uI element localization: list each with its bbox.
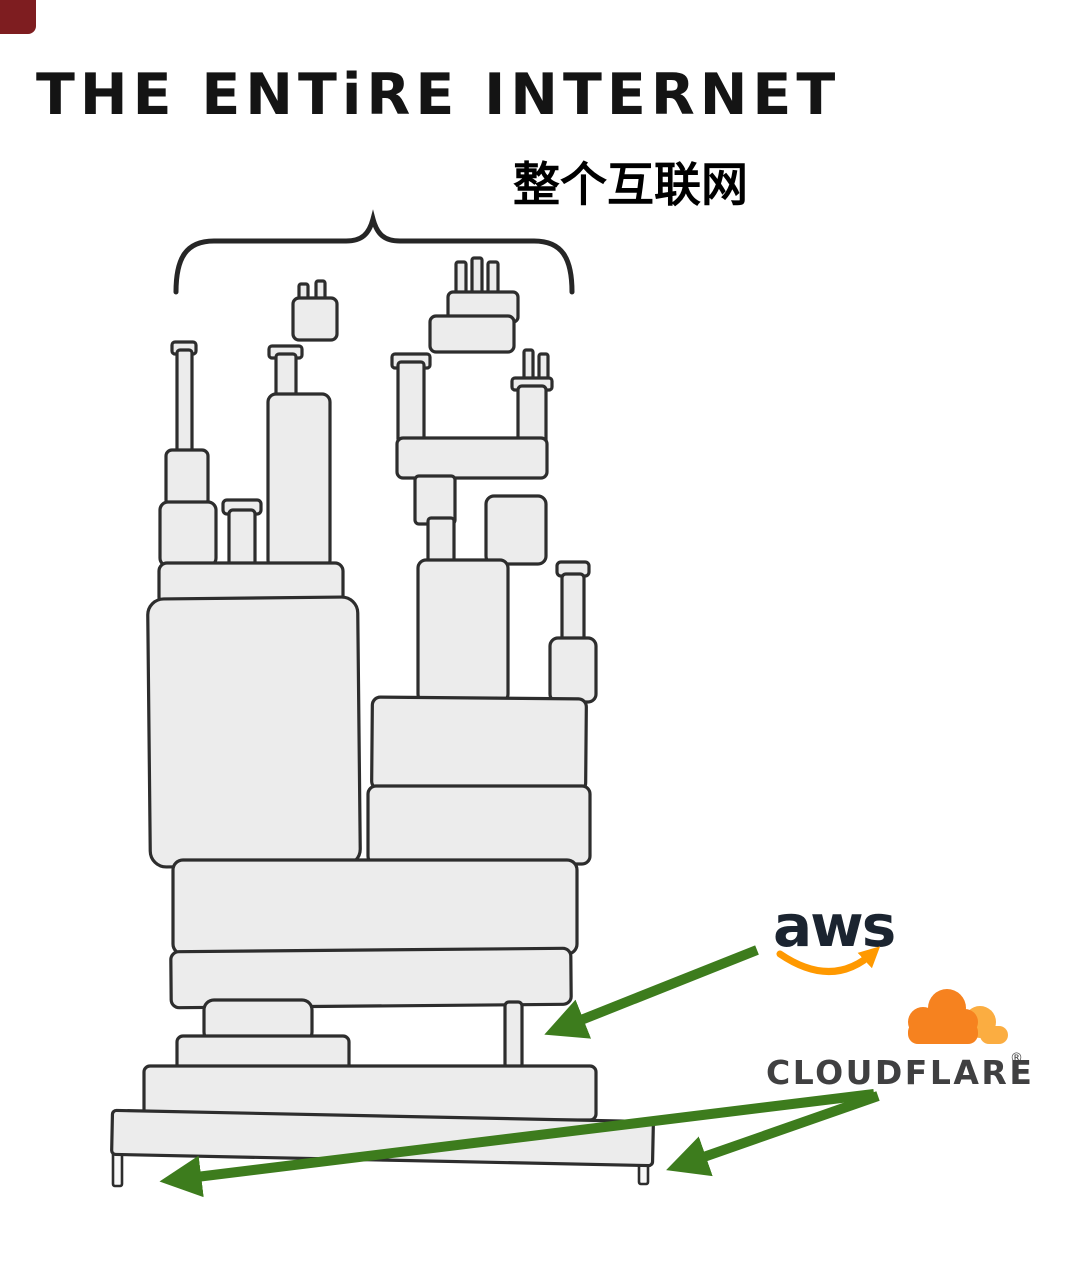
tower-left-column [146, 595, 362, 869]
cloudflare-logo: CLOUDFLARE ® [766, 989, 1034, 1092]
tower-block [426, 516, 456, 564]
aws-target-peg [503, 1000, 524, 1070]
tower-block [428, 314, 516, 354]
tower-block [484, 494, 548, 566]
tower-block [175, 348, 194, 458]
tower-block [171, 858, 579, 956]
tower-block [395, 436, 549, 480]
tower-block [266, 392, 332, 570]
tower-block [158, 500, 218, 568]
tower-block [470, 256, 484, 296]
arrow-cloudflare-to-left-leg [159, 1089, 875, 1198]
tower-block [416, 558, 510, 704]
tower-block [164, 448, 210, 508]
block-tower [110, 256, 655, 1188]
aws-smile-icon [776, 946, 881, 975]
tower-block [548, 636, 598, 704]
subtitle-chinese: 整个互联网 [513, 158, 748, 213]
tower-block [370, 695, 588, 793]
cloudflare-wordmark: CLOUDFLARE [766, 1053, 1034, 1092]
corner-mark [0, 0, 36, 34]
tower-block [560, 572, 586, 646]
cloud-main-base [908, 1022, 978, 1044]
tower-block [227, 508, 257, 568]
green-arrows [159, 945, 880, 1198]
tower-base-plank [110, 1108, 655, 1168]
tower-block [291, 296, 339, 342]
aws-logo: aws [773, 892, 896, 975]
curly-brace [173, 209, 575, 295]
cloudflare-registered-mark: ® [1010, 1051, 1023, 1066]
arrow-cloudflare-to-right-leg [666, 1091, 880, 1177]
page-title: THE ENTiRE INTERNET [36, 62, 841, 128]
cloudflare-cloud-icon [908, 989, 1008, 1044]
arrow-aws-to-peg [544, 945, 759, 1039]
tower-block [169, 946, 573, 1010]
tower-block [396, 360, 426, 444]
tower-block [366, 784, 592, 866]
cloud-light-lobe [980, 1026, 1008, 1044]
